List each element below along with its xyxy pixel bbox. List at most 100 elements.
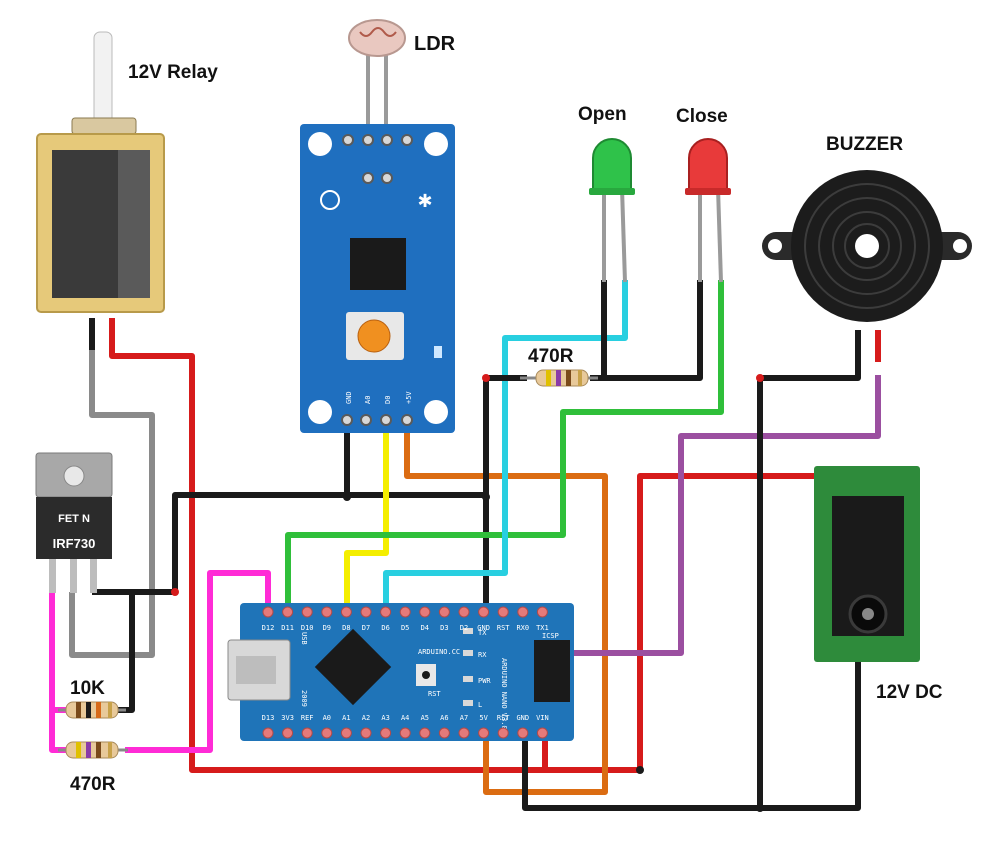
nano-rst-label: RST xyxy=(428,690,441,698)
junction xyxy=(343,493,351,501)
nano-led-tx xyxy=(463,628,473,634)
led-close-dome xyxy=(688,138,728,191)
nano-top-pin-label: D2 xyxy=(460,624,468,632)
solenoid-coil-shade xyxy=(118,150,150,298)
nano-top-pin-gnd xyxy=(478,606,490,618)
ldr-module: LDR ✱ GND A0 D0 +5V xyxy=(300,19,456,433)
nano-top-pin-label: GND xyxy=(477,624,490,632)
ldr-label: LDR xyxy=(414,33,456,55)
resistor-470r-bottom-label: 470R xyxy=(70,774,116,795)
buzzer-ring xyxy=(832,211,902,281)
led-lead xyxy=(620,187,627,283)
wire-d12-signal xyxy=(125,570,271,753)
mount-hole xyxy=(424,400,448,424)
wire-led-cathodes xyxy=(590,280,703,381)
nano-top-pin-label: D7 xyxy=(362,624,370,632)
mosfet-body xyxy=(36,497,112,559)
resistor-band xyxy=(546,370,551,386)
mosfet-hole xyxy=(63,465,85,487)
buzzer-hole xyxy=(953,239,967,253)
resistor-band xyxy=(76,742,81,758)
nano-bottom-pin-5v xyxy=(478,727,490,739)
nano-top-pin-d11 xyxy=(282,606,294,618)
resistor-band xyxy=(96,742,101,758)
wires xyxy=(49,280,881,811)
resistor-10k-label: 10K xyxy=(70,678,105,699)
buzzer-hole xyxy=(768,239,782,253)
nano-l-label: L xyxy=(478,701,482,709)
nano-top-pin-d4 xyxy=(419,606,431,618)
nano-bottom-pin-a0 xyxy=(321,727,333,739)
nano-top-pin-rst xyxy=(497,606,509,618)
mosfet-pin-drain xyxy=(70,559,77,593)
wire-ldr-d0 xyxy=(344,420,389,612)
nano-bottom-pin-label: A1 xyxy=(342,714,350,722)
nano-rx-label: RX xyxy=(478,651,487,659)
nano-brand: ARDUINO.CC xyxy=(418,648,460,656)
nano-top-pin-label: D4 xyxy=(421,624,429,632)
nano-bottom-pin-d13 xyxy=(262,727,274,739)
nano-top-pin-label: RX0 xyxy=(516,624,529,632)
resistor-band xyxy=(556,370,561,386)
led-close-label: Close xyxy=(676,106,728,127)
led-open-label: Open xyxy=(578,104,627,125)
resistor-band xyxy=(108,742,112,758)
nano-top-pin-label: RST xyxy=(497,624,510,632)
nano-pwr-label: PWR xyxy=(478,677,491,685)
output-pin xyxy=(380,414,392,426)
nano-bottom-pin-a2 xyxy=(360,727,372,739)
nano-bottom-pin-label: A3 xyxy=(381,714,389,722)
nano-bottom-pin-label: A2 xyxy=(362,714,370,722)
wire-relay-to-mosfet-drain xyxy=(69,350,155,658)
nano-board xyxy=(240,603,574,741)
relay-solenoid: 12V Relay xyxy=(36,31,218,313)
dc-jack-center-pin xyxy=(862,608,874,620)
nano-mcu xyxy=(314,628,392,706)
ldr-track xyxy=(359,27,397,37)
header-pin xyxy=(362,172,374,184)
mosfet-pin-gate xyxy=(49,559,56,593)
resistor-band xyxy=(86,702,91,718)
resistor-10k: 10K xyxy=(58,678,126,719)
nano-bottom-pin-label: VIN xyxy=(536,714,549,722)
nano-bottom-pin-vin xyxy=(536,727,548,739)
nano-top-pin-d6 xyxy=(380,606,392,618)
wire-relay-positive xyxy=(109,318,876,773)
junction xyxy=(171,588,179,596)
wire-d11-close-led xyxy=(285,280,724,612)
nano-led-rx xyxy=(463,650,473,656)
potentiometer-knob xyxy=(357,319,391,353)
wire-ground-bus xyxy=(522,655,861,811)
nano-bottom-pin-label: A0 xyxy=(323,714,331,722)
dc-jack: 12V DC xyxy=(814,466,943,703)
ldr-pin-d0: D0 xyxy=(384,396,392,404)
junction xyxy=(756,804,764,812)
nano-bottom-pin-label: A6 xyxy=(440,714,448,722)
comparator-chip xyxy=(350,238,406,290)
junction xyxy=(482,374,490,382)
led-open-dome xyxy=(592,138,632,191)
nano-top-pin-label: D3 xyxy=(440,624,448,632)
ldr-pin-gnd: GND xyxy=(345,391,353,404)
nano-top-pin-label: D6 xyxy=(381,624,389,632)
nano-bottom-pin-rst xyxy=(497,727,509,739)
wire-gate-resistors xyxy=(49,592,66,753)
nano-tx-label: TX xyxy=(478,629,487,637)
led-lead xyxy=(716,187,723,283)
output-pin xyxy=(341,414,353,426)
mount-hole xyxy=(424,132,448,156)
power-icon xyxy=(320,190,340,210)
nano-bottom-pin-a5 xyxy=(419,727,431,739)
nano-bottom-pin-a4 xyxy=(399,727,411,739)
nano-bottom-pin-label: A5 xyxy=(421,714,429,722)
wire-d6-open-led xyxy=(383,280,628,612)
nano-bottom-pin-a1 xyxy=(340,727,352,739)
nano-bottom-pin-a6 xyxy=(438,727,450,739)
resistor-band xyxy=(96,702,101,718)
nano-bottom-pin-label: A7 xyxy=(460,714,468,722)
junction xyxy=(482,493,490,501)
wire-buzzer-ground xyxy=(757,330,861,808)
nano-bottom-pin-label: 3V3 xyxy=(281,714,294,722)
ldr-pin-a0: A0 xyxy=(364,396,372,404)
